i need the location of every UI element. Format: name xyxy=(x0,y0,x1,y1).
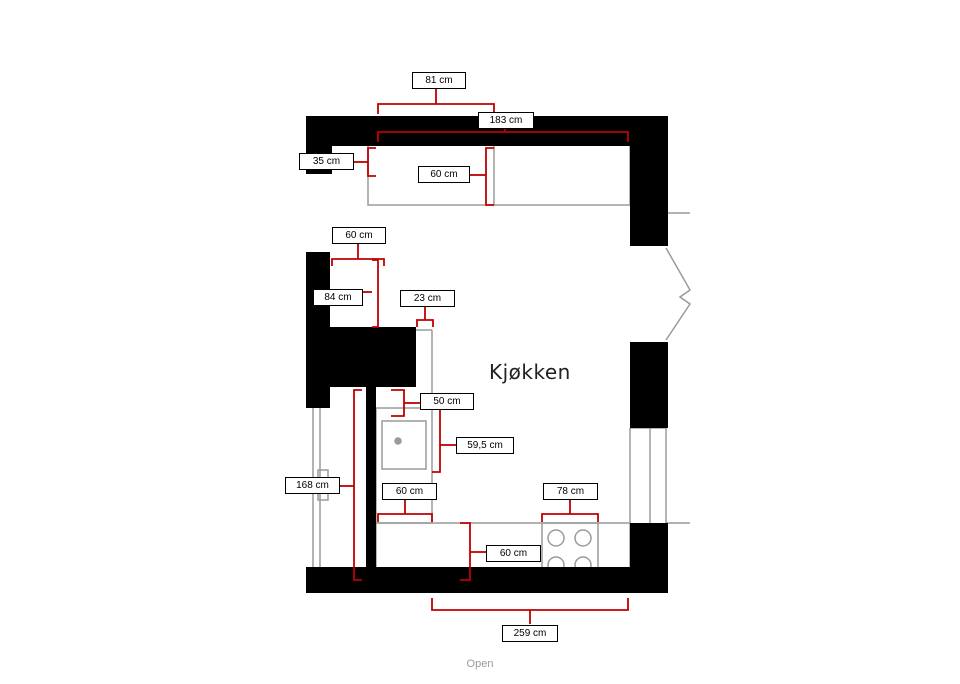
wall-left-upper xyxy=(306,252,330,408)
dimension-bottom-total: 259 cm xyxy=(502,625,558,642)
burner-1 xyxy=(547,529,565,547)
sink xyxy=(381,420,427,470)
open-button[interactable]: Open xyxy=(466,658,494,670)
wall-right-upper xyxy=(630,116,668,246)
burner-2 xyxy=(574,529,592,547)
dimension-left-width: 60 cm xyxy=(332,227,386,244)
dimension-top-depth-cabinet: 60 cm xyxy=(418,166,470,183)
wall-top xyxy=(306,116,630,146)
wall-left-inner xyxy=(366,387,376,593)
sink-drain xyxy=(394,437,402,445)
sink-counter xyxy=(375,407,433,524)
dimension-top-depth-small: 35 cm xyxy=(299,153,354,170)
room-name-label: Kjøkken xyxy=(489,360,571,384)
dimension-top-span: 81 cm xyxy=(412,72,466,89)
walls xyxy=(306,116,668,593)
dimension-top-full: 183 cm xyxy=(478,112,534,129)
top-counter xyxy=(367,144,631,206)
dimension-sink-depth: 59,5 cm xyxy=(456,437,514,454)
dimension-left-depth: 84 cm xyxy=(313,289,363,306)
wall-right-lower xyxy=(630,523,668,593)
wall-right-middle xyxy=(630,342,668,428)
door xyxy=(665,247,692,341)
dimension-bottom-cabinet-width: 60 cm xyxy=(382,483,437,500)
pantry-block xyxy=(330,327,416,387)
dimension-sink-top: 50 cm xyxy=(420,393,474,410)
dimension-stove-width: 78 cm xyxy=(543,483,598,500)
dimension-bottom-cabinet-depth: 60 cm xyxy=(486,545,541,562)
dimension-post-width: 23 cm xyxy=(400,290,455,307)
dimension-left-wall-length: 168 cm xyxy=(285,477,340,494)
